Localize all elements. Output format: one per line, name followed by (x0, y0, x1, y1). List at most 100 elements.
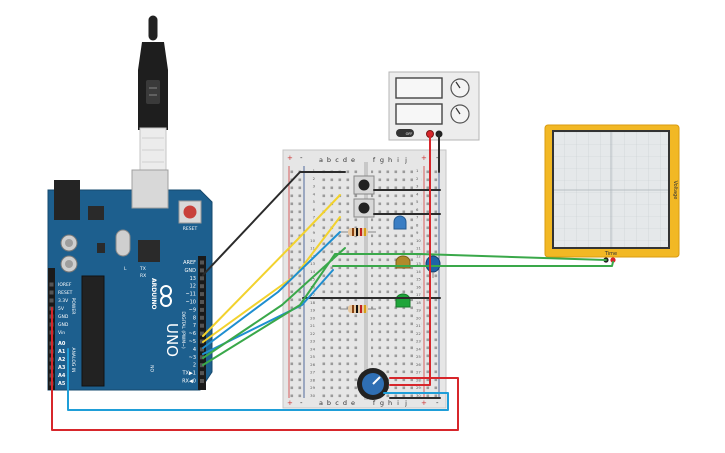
breadboard-row-number: 15 (310, 277, 315, 282)
wire-5v-red[interactable] (51, 307, 459, 431)
breadboard-row-number: 30 (416, 393, 421, 398)
breadboard-row-number: 20 (416, 315, 421, 320)
analog-pin-label: A3 (58, 365, 66, 371)
breadboard-row-number: 5 (416, 199, 419, 204)
digital-pin-hole[interactable] (200, 379, 204, 383)
rail-plus-top-left: + (287, 154, 293, 162)
digital-pin-hole[interactable] (200, 315, 204, 320)
wire-pin4-blue[interactable] (202, 269, 334, 355)
digital-pin-hole[interactable] (200, 347, 204, 352)
digital-pin-hole[interactable] (200, 355, 204, 360)
breadboard-column-label: d (343, 156, 347, 164)
tx-label: TX (139, 266, 146, 272)
pushbutton-1[interactable] (353, 175, 375, 195)
digital-pin-hole[interactable] (200, 371, 204, 376)
breadboard-row-number: 10 (416, 238, 421, 243)
resistor-1[interactable] (340, 228, 376, 236)
crystal (115, 229, 131, 257)
breadboard-row-number: 8 (313, 222, 316, 227)
wire-pin2-green[interactable] (202, 253, 607, 366)
current-knob[interactable] (450, 104, 470, 124)
breadboard-row-number: 22 (416, 331, 421, 336)
wire-gnd-black[interactable] (202, 171, 346, 276)
arduino-uno-board[interactable]: RESET TX RX L ON ARDUINO UNO DIGITAL (PW… (47, 169, 213, 391)
breadboard-column-label: i (397, 156, 399, 164)
digital-pin-hole[interactable] (200, 363, 204, 368)
rail-minus-bottom-right: - (436, 399, 439, 407)
wire-pin5-blue[interactable] (202, 231, 341, 349)
voltage-knob[interactable] (450, 78, 470, 98)
digital-pin-hole[interactable] (200, 331, 204, 336)
breadboard-row-number: 27 (310, 370, 315, 375)
breadboard-column-label: h (388, 399, 392, 407)
digital-pin-hole[interactable] (200, 339, 204, 344)
breadboard-row-number: 9 (416, 230, 419, 235)
reset-label: RESET (183, 226, 198, 232)
led-blue[interactable] (393, 215, 407, 230)
power-pin-hole[interactable] (49, 282, 54, 287)
power-pin-label: Vin (58, 330, 65, 336)
breadboard-column-label: g (380, 156, 384, 164)
breadboard-row-number: 18 (310, 300, 315, 305)
resistor-2[interactable] (340, 305, 376, 313)
power-switch[interactable]: OFF (396, 129, 414, 137)
rail-plus-bottom-right: + (421, 399, 427, 407)
oscilloscope[interactable]: Time Voltage (544, 124, 680, 263)
power-pin-label: IOREF (58, 282, 72, 288)
breadboard-column-label: j (404, 399, 407, 407)
breadboard-row-number: 23 (310, 339, 315, 344)
power-pin-hole[interactable] (49, 298, 54, 303)
breadboard-row-number: 24 (310, 346, 315, 351)
reset-button[interactable] (178, 200, 202, 224)
breadboard-row-number: 29 (416, 385, 421, 390)
arduino-logo: ARDUINO (150, 278, 172, 309)
breadboard-column-label: e (351, 399, 355, 407)
digital-pin-hole[interactable] (200, 276, 204, 281)
pushbutton-2[interactable] (353, 198, 375, 218)
digital-pin-hole[interactable] (200, 323, 204, 328)
breadboard-column-label: a (319, 156, 323, 164)
breadboard-row-number: 23 (416, 339, 421, 344)
wire-a0-cyan[interactable] (67, 348, 449, 411)
rail-minus-top-left: - (300, 154, 303, 162)
usb-cable[interactable] (138, 15, 168, 171)
oscilloscope-ground-terminal[interactable] (610, 257, 616, 263)
digital-pin-hole[interactable] (200, 292, 204, 297)
breadboard-row-number: 3 (313, 184, 316, 189)
breadboard-row-number: 17 (310, 292, 315, 297)
digital-pin-hole[interactable] (200, 307, 204, 312)
analog-pin-label: A2 (58, 357, 66, 363)
breadboard-row-number: 17 (416, 292, 421, 297)
digital-pin-hole[interactable] (200, 300, 204, 304)
power-supply[interactable]: OFF (388, 71, 480, 141)
breadboard-row-number: 9 (313, 230, 316, 235)
rail-plus-bottom-left: + (287, 399, 293, 407)
breadboard-row-number: 19 (310, 308, 315, 313)
digital-pin-hole[interactable] (200, 268, 204, 273)
digital-header-strip (198, 256, 206, 390)
breadboard-right-terminal (371, 166, 413, 398)
breadboard-row-number: 19 (416, 308, 421, 313)
l-label: L (124, 266, 127, 272)
board-capacitors (60, 234, 78, 273)
supply-display-top (395, 77, 443, 99)
digital-header: DIGITAL (PWM~) (180, 311, 186, 349)
led-green[interactable] (395, 293, 411, 308)
wires (51, 133, 614, 431)
wire-pin3-green[interactable] (202, 247, 346, 359)
wire-led-yellow-scope[interactable] (332, 261, 614, 267)
breadboard-row-number: 28 (310, 377, 315, 382)
wire-pin7-yellow[interactable] (202, 194, 341, 337)
potentiometer[interactable] (357, 368, 389, 400)
breadboard-row-number: 4 (416, 191, 419, 196)
power-pin-hole[interactable] (49, 290, 54, 295)
breadboard-row-number: 18 (416, 300, 421, 305)
breadboard-row-number: 30 (310, 393, 315, 398)
wire-supply-red[interactable] (389, 133, 431, 386)
analog-header: ANALOG IN (70, 347, 76, 372)
digital-pin-hole[interactable] (200, 260, 204, 265)
digital-pin-hole[interactable] (200, 284, 204, 289)
